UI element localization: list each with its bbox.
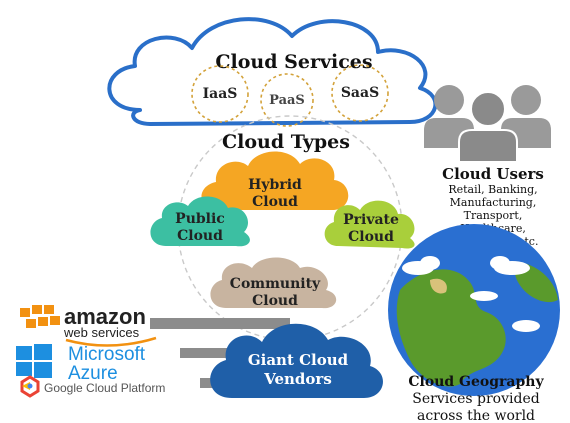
vendors-title-1: Giant Cloud <box>248 351 349 369</box>
private-label-2: Cloud <box>348 229 394 245</box>
globe-icon <box>388 224 560 396</box>
aws-subtitle: web services <box>63 325 140 340</box>
saas-circle <box>331 64 389 122</box>
cloud-types-group: Cloud Types Hybrid Cloud Public Cloud Pr… <box>150 115 415 341</box>
azure-logo: Microsoft Azure <box>16 344 146 384</box>
windows-icon <box>16 344 52 378</box>
public-cloud-shape <box>150 196 250 247</box>
public-label-1: Public <box>175 211 225 227</box>
cloud-services-title: Cloud Services <box>215 51 372 73</box>
cloud-users-title: Cloud Users <box>442 165 544 183</box>
vendors-cloud-group: Giant Cloud Vendors <box>210 323 383 398</box>
private-label-1: Private <box>343 212 399 228</box>
aws-smile-icon <box>65 336 157 347</box>
hybrid-cloud-shape <box>201 151 349 210</box>
vendors-cloud-shape <box>210 323 383 398</box>
google-cloud-logo: Google Cloud Platform <box>20 375 165 398</box>
cloud-geography-text: Cloud Geography Services provided across… <box>408 374 544 423</box>
cloud-users-line-2: Manufacturing, <box>450 196 537 209</box>
paas-circle <box>260 73 314 127</box>
users-icon <box>424 85 551 163</box>
geography-line-2: across the world <box>417 408 535 423</box>
google-cloud-icon <box>20 375 40 398</box>
aws-logo: amazon web services <box>20 304 157 347</box>
cloud-users-line-1: Retail, Banking, <box>448 183 537 196</box>
geography-line-1: Services provided <box>412 391 539 407</box>
cloud-users-line-3: Transport, <box>464 209 523 222</box>
azure-line-2: Azure <box>68 363 118 384</box>
hybrid-label-1: Hybrid <box>248 177 302 193</box>
hybrid-label-2: Cloud <box>252 194 298 210</box>
community-label-2: Cloud <box>252 293 298 309</box>
iaas-label: IaaS <box>203 86 238 102</box>
aws-cubes-icon <box>20 305 60 328</box>
community-cloud-shape <box>210 257 337 309</box>
paas-label: PaaS <box>269 93 305 108</box>
vendors-title-2: Vendors <box>263 370 332 388</box>
private-cloud-shape <box>324 200 415 249</box>
saas-label: SaaS <box>341 85 379 101</box>
google-cloud-label: Google Cloud Platform <box>44 381 165 395</box>
geography-title: Cloud Geography <box>408 374 544 390</box>
vendor-bar-amazon <box>150 318 290 329</box>
cloud-services-group: Cloud Services IaaS PaaS SaaS <box>107 17 438 127</box>
iaas-circle <box>191 65 249 123</box>
aws-wordmark: amazon <box>64 304 146 329</box>
community-label-1: Community <box>230 276 321 292</box>
cloud-services-shape <box>107 17 438 126</box>
cloud-types-title: Cloud Types <box>222 131 350 153</box>
azure-line-1: Microsoft <box>68 344 146 365</box>
public-label-2: Cloud <box>177 228 223 244</box>
